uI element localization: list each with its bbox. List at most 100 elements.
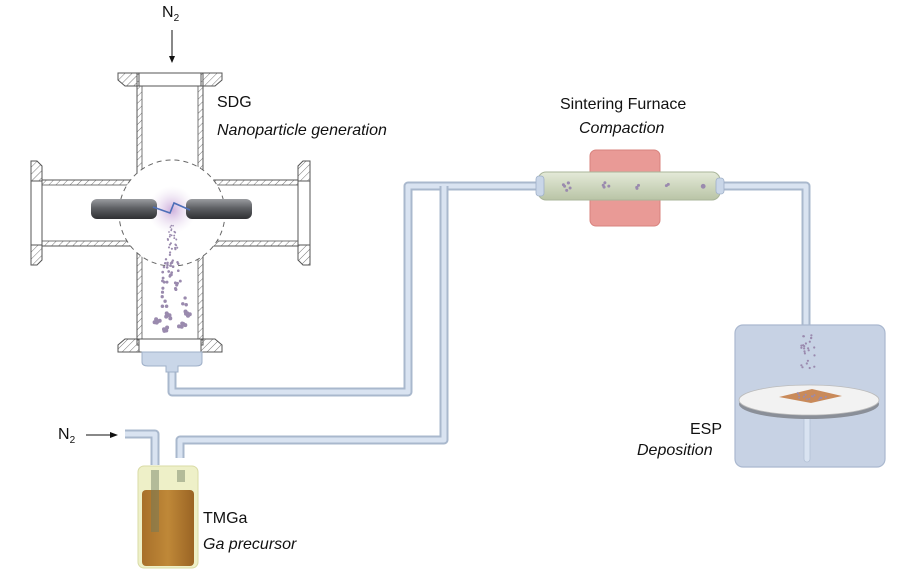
particle bbox=[173, 286, 178, 291]
particle bbox=[808, 366, 811, 370]
particle bbox=[568, 186, 572, 190]
particle bbox=[800, 346, 803, 349]
particle bbox=[635, 186, 639, 190]
particle bbox=[803, 352, 807, 355]
particle bbox=[184, 311, 188, 316]
particle bbox=[820, 396, 823, 399]
particle bbox=[184, 303, 188, 307]
particle bbox=[810, 395, 813, 398]
particle bbox=[801, 366, 804, 369]
n2-arrow-precursor bbox=[86, 432, 118, 438]
particle bbox=[160, 304, 165, 308]
esp-chamber bbox=[734, 324, 886, 468]
particle bbox=[168, 243, 171, 246]
particle bbox=[804, 393, 807, 396]
particle bbox=[810, 334, 813, 337]
particle bbox=[602, 185, 606, 189]
furnace-particles bbox=[561, 181, 706, 192]
particle bbox=[162, 280, 166, 284]
particle bbox=[173, 234, 176, 237]
particle bbox=[804, 342, 808, 345]
particle bbox=[813, 346, 816, 349]
particle bbox=[157, 318, 162, 323]
particle bbox=[169, 233, 172, 236]
tube-n2-inlet bbox=[125, 429, 160, 465]
particle bbox=[171, 265, 175, 268]
particle bbox=[798, 394, 800, 397]
precursor-bubbler bbox=[137, 465, 199, 569]
particle bbox=[175, 283, 179, 287]
particle bbox=[800, 344, 803, 347]
particle bbox=[796, 392, 799, 395]
gas-tubing bbox=[125, 181, 811, 465]
particle bbox=[168, 231, 170, 233]
esp-label: ESP bbox=[690, 421, 723, 438]
sdg-outlet bbox=[141, 351, 203, 373]
particle bbox=[607, 184, 611, 188]
particle bbox=[170, 228, 173, 230]
flange-right bbox=[297, 160, 311, 182]
spark-icon bbox=[152, 201, 191, 215]
esp-particles bbox=[796, 334, 827, 401]
particle bbox=[176, 262, 180, 266]
particle bbox=[163, 299, 167, 303]
particle bbox=[167, 313, 172, 318]
particle bbox=[810, 337, 813, 340]
particle bbox=[818, 398, 821, 401]
particle bbox=[154, 317, 159, 322]
particle bbox=[174, 246, 177, 250]
particle bbox=[164, 314, 169, 319]
n2-arrow-top bbox=[169, 30, 175, 63]
particle bbox=[164, 304, 169, 308]
particle bbox=[603, 181, 607, 185]
particle bbox=[161, 270, 165, 274]
particle bbox=[563, 184, 567, 188]
particle bbox=[160, 290, 165, 294]
precursor-liquid bbox=[142, 490, 194, 566]
flange-bottom bbox=[117, 338, 140, 353]
particle bbox=[183, 296, 187, 300]
particle bbox=[807, 347, 810, 350]
particle bbox=[803, 347, 806, 350]
particle bbox=[170, 247, 173, 250]
substrate bbox=[779, 389, 842, 403]
particle bbox=[173, 237, 176, 240]
sdg-role-label: Nanoparticle generation bbox=[217, 122, 387, 139]
sdg-label: SDG bbox=[217, 94, 252, 111]
particle bbox=[170, 273, 173, 277]
particle bbox=[170, 229, 173, 232]
sdg-chamber bbox=[30, 72, 311, 373]
particle bbox=[166, 263, 169, 267]
particle bbox=[175, 238, 178, 241]
particle bbox=[161, 276, 165, 280]
esp-role-label: Deposition bbox=[637, 442, 713, 459]
flange-top bbox=[117, 72, 140, 87]
particle bbox=[802, 335, 806, 338]
electrode-left bbox=[91, 199, 157, 219]
particle bbox=[803, 350, 806, 353]
particle bbox=[566, 181, 570, 185]
furnace-role-label: Compaction bbox=[579, 120, 665, 137]
particle bbox=[167, 270, 171, 273]
particle bbox=[152, 320, 157, 325]
particle bbox=[168, 253, 172, 257]
particle bbox=[170, 271, 174, 274]
particle bbox=[168, 316, 173, 321]
particle bbox=[169, 262, 173, 265]
particle bbox=[808, 340, 811, 343]
particle bbox=[169, 264, 172, 267]
particle bbox=[813, 354, 816, 357]
particle bbox=[168, 251, 172, 254]
particle bbox=[165, 266, 169, 269]
furnace-label: Sintering Furnace bbox=[560, 96, 687, 113]
particle bbox=[798, 396, 801, 399]
particle bbox=[164, 258, 168, 261]
particle bbox=[160, 295, 164, 299]
particle bbox=[800, 364, 803, 367]
particle bbox=[161, 286, 165, 290]
tube-furnace-to-esp bbox=[720, 181, 811, 330]
particle bbox=[169, 226, 172, 228]
particle bbox=[181, 302, 185, 306]
particle bbox=[166, 261, 169, 265]
sintering-furnace bbox=[535, 149, 725, 227]
